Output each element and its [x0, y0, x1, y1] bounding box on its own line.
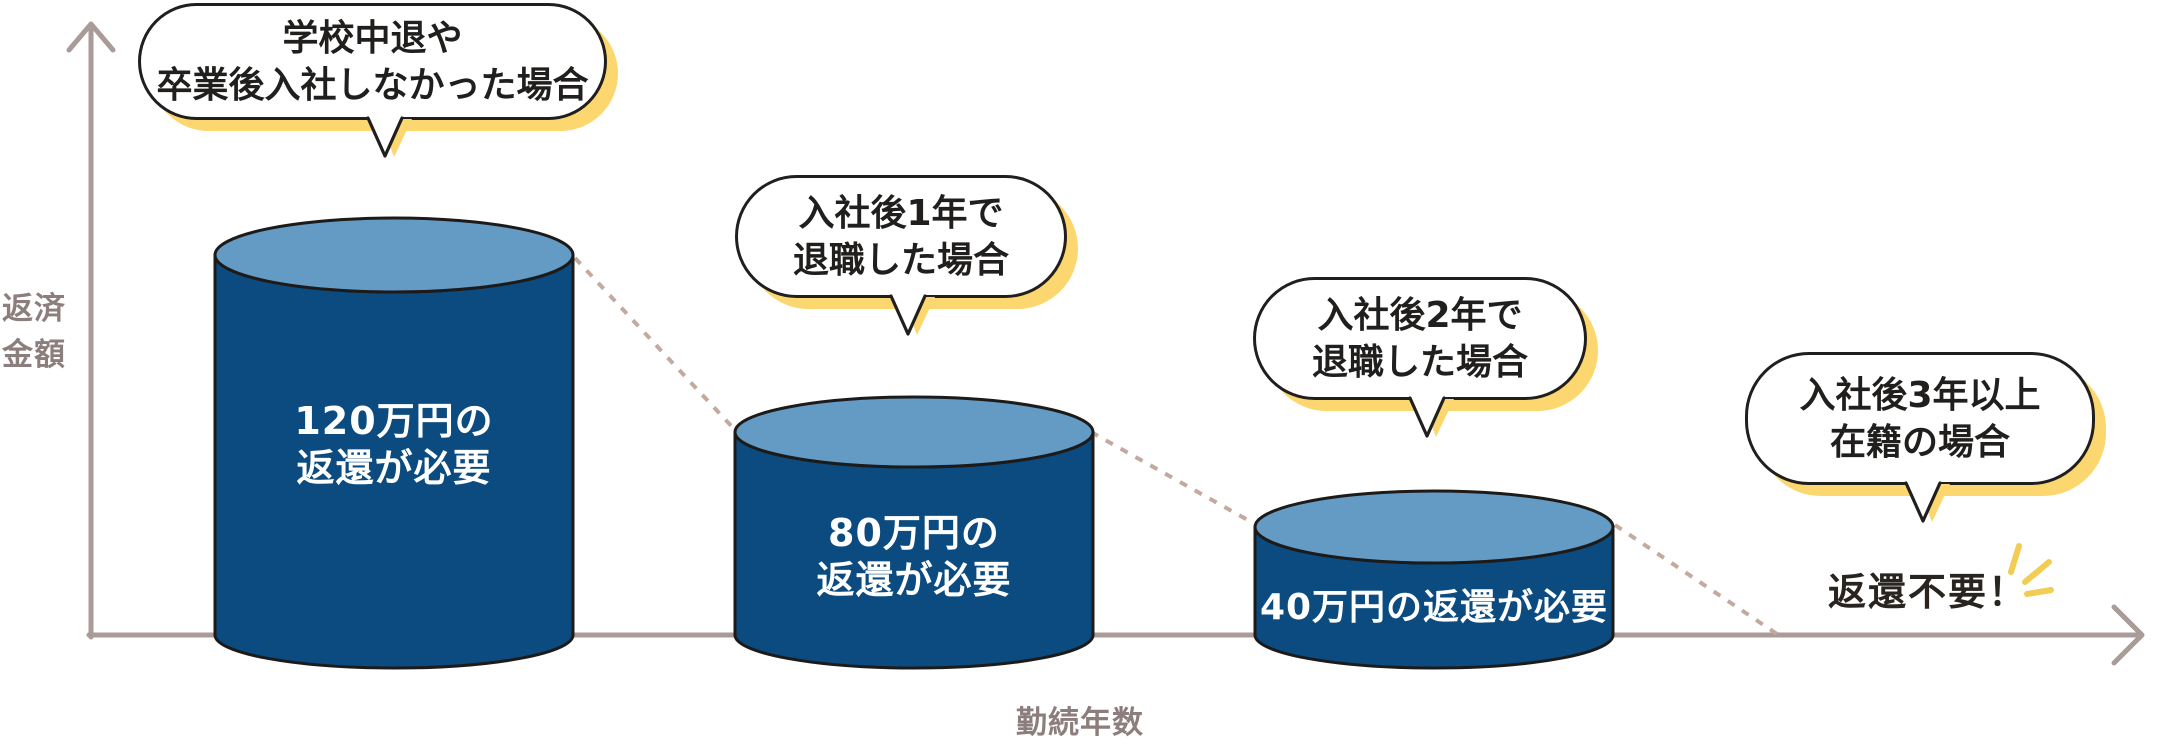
cylinder-40-label-line1: 40万円の返還が必要 — [1259, 587, 1609, 628]
x-axis-label: 勤続年数 — [1016, 705, 1144, 741]
no-return-label: 返還不要！ — [1828, 570, 2029, 614]
cylinder-120-label-line1: 120万円の — [294, 399, 494, 443]
sparkle-icon — [2008, 543, 2054, 597]
bubble-quit-year2-line2: 退職した場合 — [1311, 341, 1528, 383]
y-axis — [66, 21, 116, 640]
bubble-dropout-line1: 学校中退や — [282, 17, 463, 59]
cylinder-120-top — [213, 216, 575, 294]
bubble-dropout-case: 学校中退や 卒業後入社しなかった場合 — [138, 3, 607, 120]
cylinder-80 — [733, 395, 1095, 670]
bubble-quit-year2-line1: 入社後2年で — [1317, 294, 1523, 336]
bubble-stay-3years: 入社後3年以上 在籍の場合 — [1745, 352, 2095, 485]
bubble-quit-year1-line1: 入社後1年で — [798, 192, 1004, 234]
bubble-quit-year2: 入社後2年で 退職した場合 — [1253, 277, 1587, 400]
cylinder-120 — [213, 216, 575, 670]
bubble-quit-year1: 入社後1年で 退職した場合 — [735, 175, 1067, 298]
bubble-dropout-line2: 卒業後入社しなかった場合 — [156, 64, 589, 106]
cylinder-80-top — [733, 395, 1095, 469]
cylinder-40 — [1253, 489, 1615, 670]
bubble-stay-3years-tail-icon — [1904, 481, 1950, 523]
y-axis-arrow-icon — [66, 21, 116, 53]
decline-dotted-line — [573, 256, 1779, 636]
cylinder-120-label-line2: 返還が必要 — [296, 446, 492, 490]
x-axis-arrow-icon — [2111, 604, 2145, 666]
bubble-stay-3years-line2: 在籍の場合 — [1829, 421, 2010, 463]
cylinder-80-label-line1: 80万円の — [828, 511, 1000, 555]
cylinder-120-label: 120万円の 返還が必要 — [215, 398, 573, 492]
cylinder-40-top — [1253, 489, 1615, 565]
y-axis-label: 返済 金額 — [2, 286, 66, 378]
bubble-quit-year1-tail-icon — [889, 294, 935, 336]
cylinder-80-label: 80万円の 返還が必要 — [735, 510, 1093, 604]
y-axis-label-line2: 金額 — [2, 337, 66, 373]
bubble-quit-year2-tail-icon — [1408, 396, 1454, 438]
cylinder-80-label-line2: 返還が必要 — [816, 558, 1012, 602]
bubble-quit-year1-line2: 退職した場合 — [792, 239, 1009, 281]
bubble-dropout-tail-icon — [366, 116, 412, 158]
cylinder-40-label: 40万円の返還が必要 — [1255, 588, 1613, 628]
y-axis-label-line1: 返済 — [2, 291, 66, 327]
bubble-stay-3years-line1: 入社後3年以上 — [1799, 374, 2041, 416]
